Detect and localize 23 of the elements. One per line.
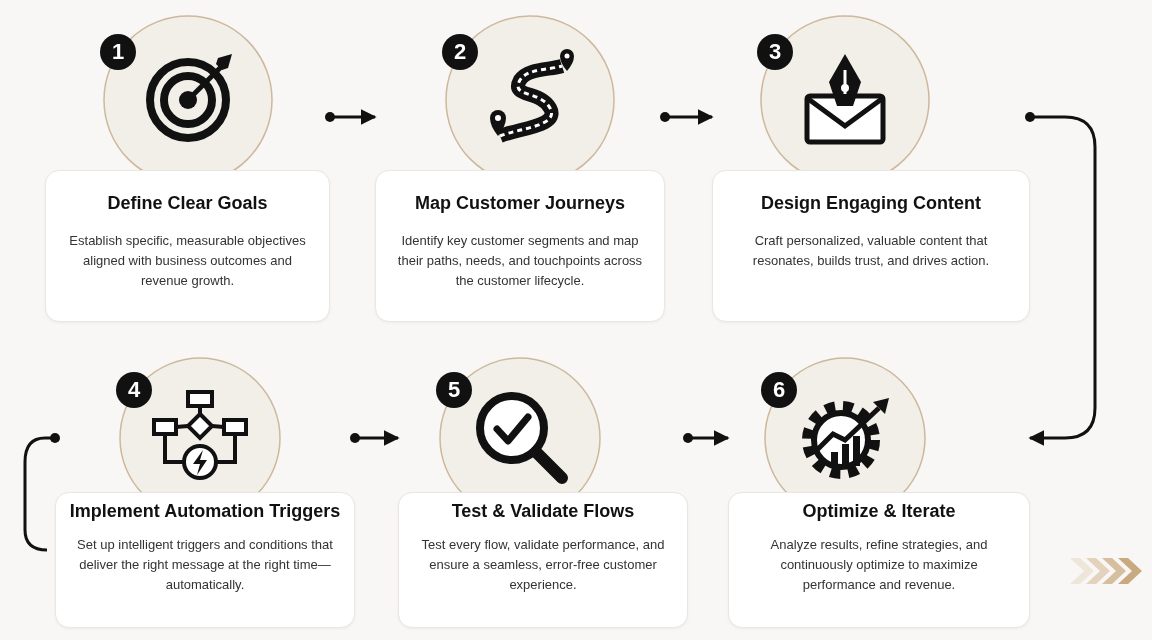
step-title: Design Engaging Content (760, 193, 982, 214)
step-number: 5 (436, 372, 472, 408)
step-description: Establish specific, measurable objectives aligned with business outcomes and revenue growth. (68, 232, 307, 290)
step-title: Define Clear Goals (106, 193, 269, 214)
step-number: 4 (116, 372, 152, 408)
arrow (683, 430, 730, 446)
step-title: Test & Validate Flows (450, 501, 636, 522)
step-description: Analyze results, refine strategies, and continuously optimize to maximize performance and revenue. (769, 536, 989, 594)
step-description: Test every flow, validate performance, and ensure a seamless, error-free customer experience. (420, 536, 666, 594)
arrow (325, 109, 377, 125)
step-number: 2 (442, 34, 478, 70)
step-number: 3 (757, 34, 793, 70)
step-description: Craft personalized, valuable content that resonates, builds trust, and drives action. (751, 232, 991, 270)
step-title: Map Customer Journeys (413, 193, 627, 214)
arrow (660, 109, 714, 125)
step-description: Identify key customer segments and map their paths, needs, and touchpoints across the customer lifecycle. (396, 232, 644, 290)
step-number: 6 (761, 372, 797, 408)
arrow (350, 430, 400, 446)
arrow (1025, 112, 1097, 446)
step-description: Set up intelligent triggers and conditions that deliver the right message at the right time—automatically. (76, 536, 334, 594)
step-title: Optimize & Iterate (801, 501, 957, 522)
step-title: Implement Automation Triggers (68, 501, 342, 522)
step-number: 1 (100, 34, 136, 70)
